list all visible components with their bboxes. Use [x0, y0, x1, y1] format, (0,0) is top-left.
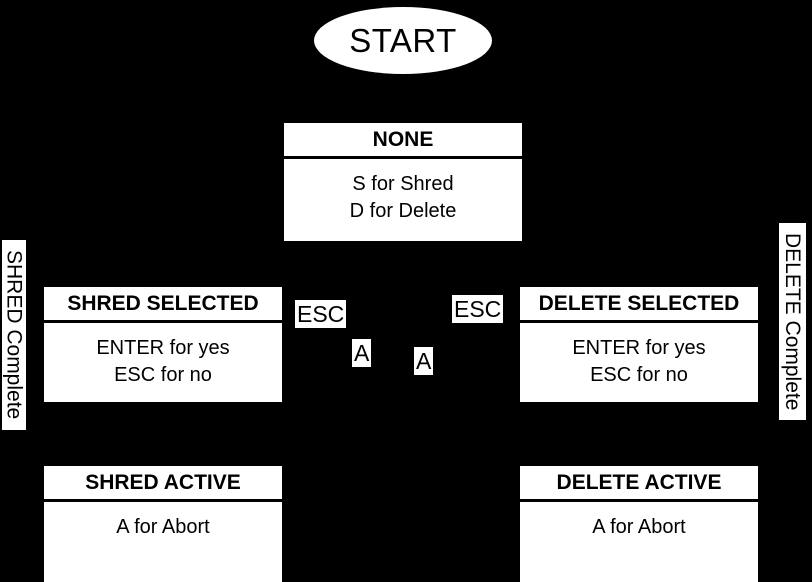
state-node-delete-active[interactable]: DELETE ACTIVE A for Abort	[520, 466, 758, 582]
state-body-shred-selected: ENTER for yes ESC for no	[44, 323, 282, 402]
start-node-label: START	[349, 22, 457, 59]
state-body-line: ESC for no	[590, 364, 688, 387]
state-body-delete-active: A for Abort	[520, 502, 758, 582]
state-title-none: NONE	[284, 123, 522, 160]
state-body-line: ENTER for yes	[96, 337, 230, 360]
state-title-shred-selected: SHRED SELECTED	[44, 287, 282, 324]
state-body-none: S for Shred D for Delete	[284, 159, 522, 241]
state-body-line: ESC for no	[114, 364, 212, 387]
state-body-line: ENTER for yes	[572, 337, 706, 360]
state-body-line: S for Shred	[352, 173, 454, 196]
state-body-line: A for Abort	[592, 516, 686, 539]
state-body-line: D for Delete	[349, 200, 457, 223]
state-body-delete-selected: ENTER for yes ESC for no	[520, 323, 758, 402]
state-node-none[interactable]: NONE S for Shred D for Delete	[284, 123, 522, 241]
edge-label-esc-shred: ESC	[295, 300, 347, 329]
edge-label-delete-complete: DELETE Complete	[779, 223, 806, 420]
start-node[interactable]: START	[314, 7, 492, 74]
state-node-shred-active[interactable]: SHRED ACTIVE A for Abort	[44, 466, 282, 582]
edge-label-esc-delete: ESC	[452, 295, 504, 324]
state-node-delete-selected[interactable]: DELETE SELECTED ENTER for yes ESC for no	[520, 287, 758, 402]
state-title-shred-active: SHRED ACTIVE	[44, 466, 282, 503]
edge-label-shred-complete: SHRED Complete	[2, 240, 26, 430]
state-body-shred-active: A for Abort	[44, 502, 282, 582]
state-node-shred-selected[interactable]: SHRED SELECTED ENTER for yes ESC for no	[44, 287, 282, 402]
state-title-delete-selected: DELETE SELECTED	[520, 287, 758, 324]
state-title-delete-active: DELETE ACTIVE	[520, 466, 758, 503]
state-body-line: A for Abort	[116, 516, 210, 539]
edge-label-a-delete: A	[414, 347, 434, 376]
edge-label-a-shred: A	[352, 339, 372, 368]
